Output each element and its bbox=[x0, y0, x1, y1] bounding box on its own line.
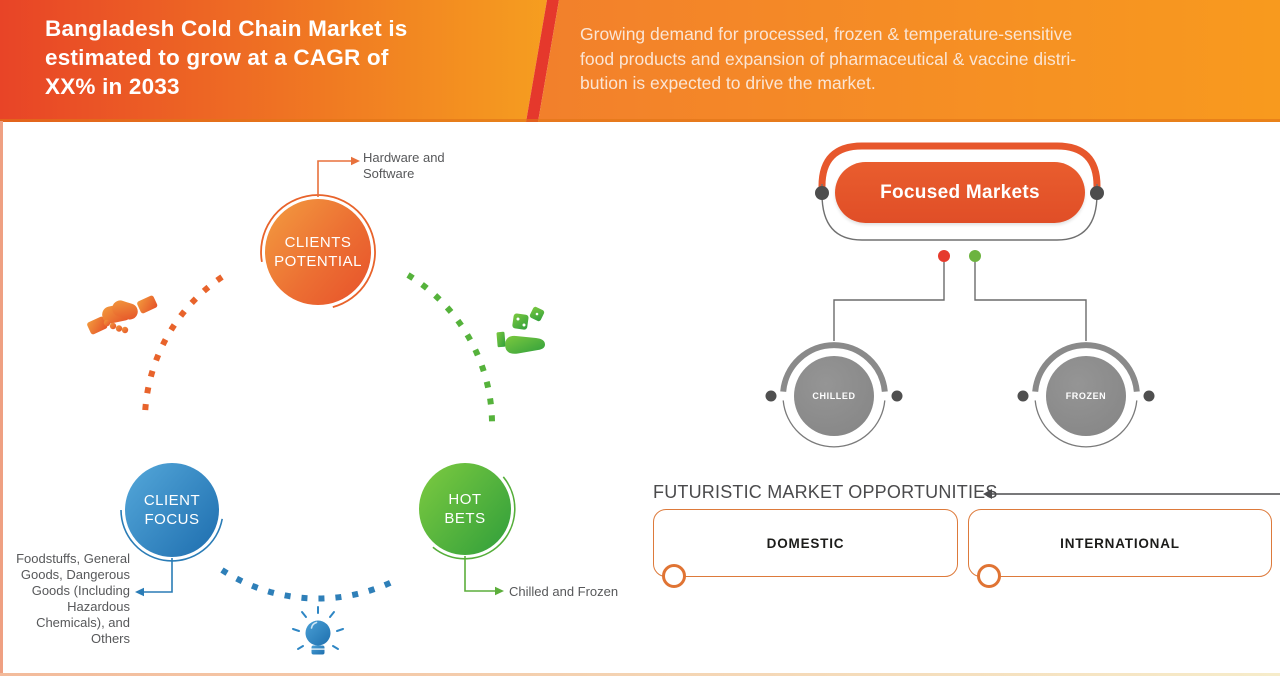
opportunity-label-domestic: DOMESTIC bbox=[766, 535, 845, 551]
annotation-chilled-frozen: Chilled and Frozen bbox=[509, 584, 619, 599]
lightbulb-icon bbox=[292, 606, 344, 655]
chilled-left-dot bbox=[765, 390, 777, 402]
frozen-right-dot bbox=[1143, 390, 1155, 402]
bottom-frame-border bbox=[0, 673, 1280, 676]
clients-potential-connector bbox=[317, 160, 351, 197]
header-banner: Bangladesh Cold Chain Market is estimate… bbox=[0, 0, 1280, 122]
chilled-branch-dot bbox=[938, 250, 950, 262]
node-client-focus: CLIENT FOCUS bbox=[125, 463, 219, 557]
chilled-right-dot bbox=[891, 390, 903, 402]
opportunity-box-international: INTERNATIONAL bbox=[968, 509, 1272, 588]
dashed-arc-blue bbox=[220, 567, 402, 602]
branch-line-chilled bbox=[833, 262, 945, 341]
client-focus-connector bbox=[144, 558, 173, 593]
hot-bets-connector bbox=[464, 556, 495, 592]
annotation-foodstuffs: Foodstuffs, General Goods, Dangerous Goo… bbox=[16, 551, 130, 646]
pill-left-dot bbox=[815, 186, 829, 200]
node-clients-potential: CLIENTS POTENTIAL bbox=[265, 199, 371, 305]
header-bottom-edge bbox=[0, 119, 1280, 122]
hot-bets-arrowhead bbox=[495, 586, 504, 596]
handshake-icon bbox=[87, 295, 158, 335]
opportunity-corner-dot bbox=[977, 564, 1001, 588]
node-hot-bets: HOT BETS bbox=[419, 463, 511, 555]
opportunity-box-domestic: DOMESTIC bbox=[653, 509, 958, 588]
opportunity-corner-dot bbox=[662, 564, 686, 588]
dashed-arc-orange bbox=[142, 274, 224, 416]
dice-hand-icon bbox=[496, 306, 545, 354]
market-circle-frozen: FROZEN bbox=[1046, 356, 1126, 436]
header-description: Growing demand for processed, frozen & t… bbox=[580, 24, 1077, 93]
branch-line-frozen bbox=[974, 262, 1087, 341]
dashed-arc-green bbox=[406, 272, 496, 429]
left-frame-border bbox=[0, 121, 3, 674]
clients-potential-arrowhead bbox=[351, 156, 360, 166]
client-focus-arrowhead bbox=[135, 587, 144, 597]
frozen-branch-dot bbox=[969, 250, 981, 262]
annotation-hardware-software: Hardware and Software bbox=[363, 150, 445, 181]
frozen-left-dot bbox=[1017, 390, 1029, 402]
market-circle-chilled: CHILLED bbox=[794, 356, 874, 436]
opportunity-label-international: INTERNATIONAL bbox=[1060, 535, 1180, 551]
focused-markets-pill: Focused Markets bbox=[835, 162, 1085, 223]
pill-right-dot bbox=[1090, 186, 1104, 200]
page-title: Bangladesh Cold Chain Market is estimate… bbox=[45, 16, 408, 99]
header-right-background bbox=[538, 0, 1280, 122]
opportunities-title: FUTURISTIC MARKET OPPORTUNITIES bbox=[653, 482, 998, 502]
header-left-background bbox=[0, 0, 547, 122]
